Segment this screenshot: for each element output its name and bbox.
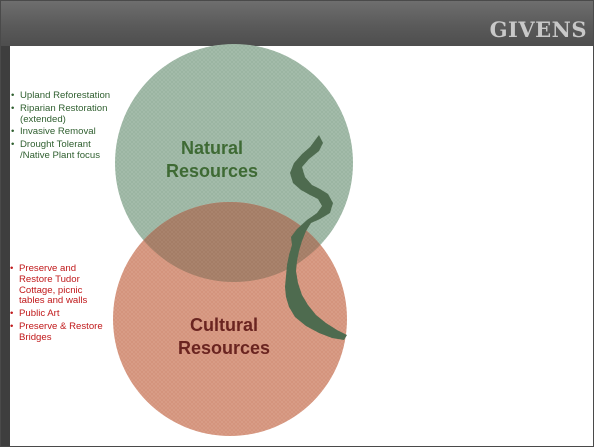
left-accent-bar	[1, 46, 10, 446]
natural-label-line2: Resources	[165, 161, 259, 181]
cultural-resources-list: Preserve and Restore Tudor Cottage, picn…	[10, 263, 110, 346]
creek-shape	[285, 135, 347, 340]
natural-label-line1: Natural	[180, 138, 243, 158]
list-item: Preserve & Restore Bridges	[10, 321, 110, 344]
cultural-label-line2: Resources	[177, 338, 271, 358]
list-item: Drought Tolerant /Native Plant focus	[11, 139, 111, 162]
cultural-label-line1: Cultural	[189, 315, 258, 335]
header-bar: GIVENS	[1, 1, 593, 46]
cultural-resources-label: Cultural Resources	[149, 314, 299, 360]
list-item: Public Art	[10, 308, 110, 320]
list-item: Riparian Restoration (extended)	[11, 103, 111, 126]
list-item: Upland Reforestation	[11, 90, 111, 102]
list-item: Preserve and Restore Tudor Cottage, picn…	[10, 263, 110, 307]
list-item: Invasive Removal	[11, 127, 111, 138]
natural-resources-list: Upland Reforestation Riparian Restoratio…	[11, 90, 111, 164]
natural-resources-label: Natural Resources	[137, 137, 287, 183]
slide-title: GIVENS	[489, 17, 587, 42]
